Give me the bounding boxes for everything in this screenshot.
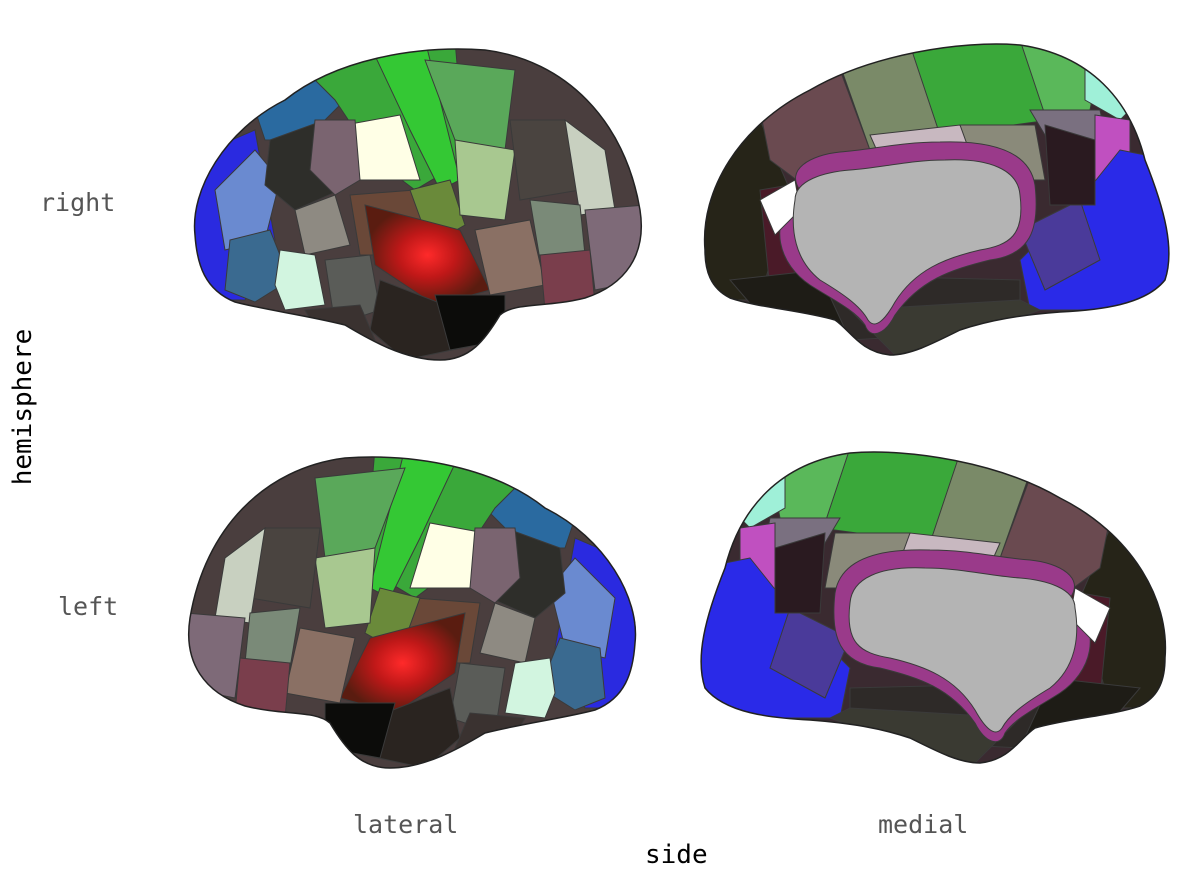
x-axis-title: side <box>645 840 708 870</box>
row-label-left: left <box>58 592 119 621</box>
column-label-lateral: lateral <box>353 810 459 839</box>
brain-left-lateral <box>185 448 645 778</box>
column-label-medial: medial <box>878 810 969 839</box>
brain-right-medial <box>700 40 1170 360</box>
brain-surface-right-lateral <box>193 48 642 361</box>
brain-surface-left-lateral <box>188 456 637 769</box>
brain-left-medial <box>700 448 1170 768</box>
brain-right-lateral <box>185 40 645 370</box>
row-label-right: right <box>40 188 116 217</box>
y-axis-title: hemisphere <box>8 328 38 486</box>
brain-surface-right-medial <box>703 43 1170 356</box>
brain-surface-left-medial <box>700 451 1167 764</box>
